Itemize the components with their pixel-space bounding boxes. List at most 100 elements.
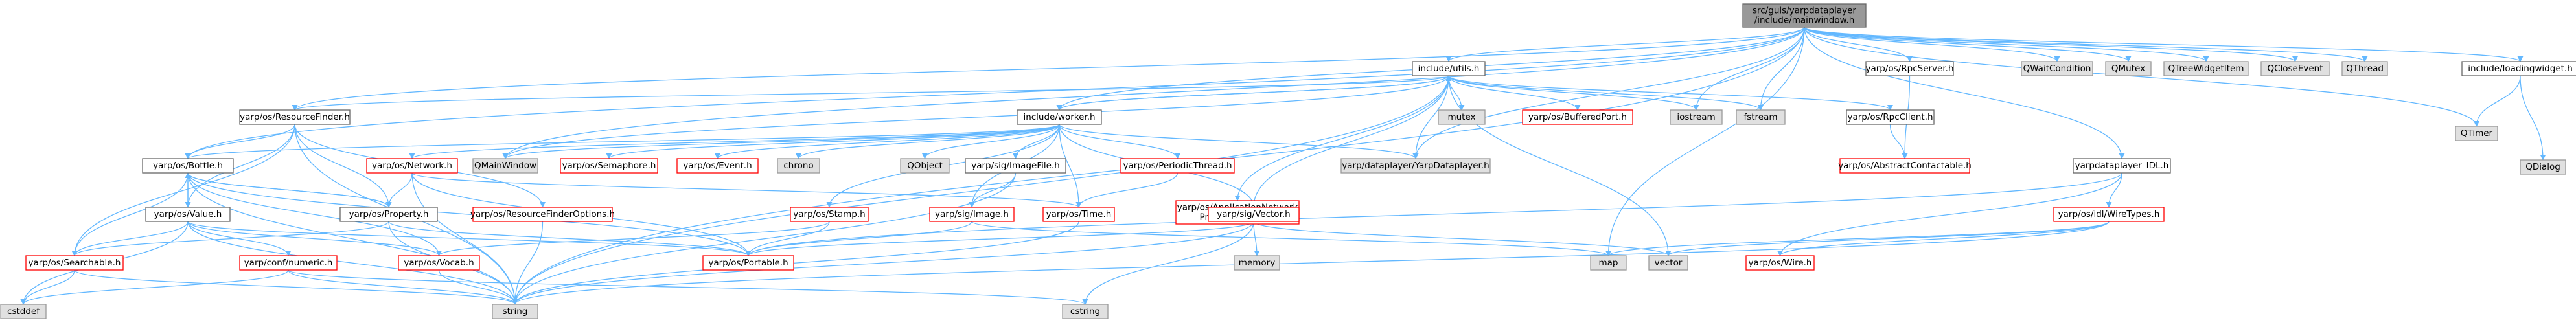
node-box <box>676 158 759 174</box>
node-label: cstddef <box>7 306 40 317</box>
node-box <box>1042 207 1115 222</box>
node-label: QDialog <box>2525 162 2560 172</box>
edge-rfoptions-to-string <box>512 221 544 305</box>
node-property[interactable]: yarp/os/Property.h <box>339 207 438 222</box>
edge-searchable-to-string <box>74 269 518 305</box>
node-searchable[interactable]: yarp/os/Searchable.h <box>25 255 124 271</box>
node-box <box>1648 255 1688 271</box>
edge-value-to-string <box>187 221 518 305</box>
edge-root-to-idl <box>1804 27 2125 159</box>
node-box <box>145 207 231 222</box>
edge-utils-to-appnetwork <box>1234 75 1449 201</box>
node-box <box>2073 158 2171 174</box>
node-box <box>492 304 538 319</box>
edge-value-to-portable <box>187 221 752 256</box>
node-box <box>1234 255 1280 271</box>
node-box <box>2163 61 2249 76</box>
node-wire[interactable]: yarp/os/Wire.h <box>1745 255 1815 271</box>
node-label: yarpdataplayer_IDL.h <box>2075 161 2169 171</box>
edge-vocab-to-string <box>438 269 518 305</box>
edge-utils-to-bufferedport <box>1448 75 1581 111</box>
node-box <box>239 255 338 271</box>
edge-worker-to-qobject <box>922 124 1060 159</box>
node-label: yarp/os/PeriodicThread.h <box>1123 161 1232 171</box>
edge-worker-to-chrono <box>796 124 1060 159</box>
edge-worker-to-qmainwindow <box>502 124 1060 159</box>
edge-root-to-qcloseevent <box>1804 27 2298 62</box>
node-rpcserver[interactable]: yarp/os/RpcServer.h <box>1865 61 1954 76</box>
node-event[interactable]: yarp/os/Event.h <box>676 158 759 174</box>
node-rfoptions[interactable]: yarp/os/ResourceFinderOptions.h <box>470 207 615 222</box>
node-box <box>2053 207 2165 222</box>
node-box <box>1120 158 1235 174</box>
node-label: mutex <box>1447 112 1475 122</box>
node-wiretypes[interactable]: yarp/os/idl/WireTypes.h <box>2053 207 2165 222</box>
node-label: yarp/os/Wire.h <box>1749 258 1812 268</box>
node-stamp[interactable]: yarp/os/Stamp.h <box>790 207 869 222</box>
edge-property-to-bottle <box>185 172 389 208</box>
node-semaphore[interactable]: yarp/os/Semaphore.h <box>560 158 658 174</box>
node-loading[interactable]: include/loadingwidget.h <box>2461 61 2576 76</box>
node-idl[interactable]: yarpdataplayer_IDL.h <box>2073 158 2171 174</box>
node-box <box>777 158 820 174</box>
node-time[interactable]: yarp/os/Time.h <box>1042 207 1115 222</box>
node-label: yarp/os/Bottle.h <box>153 161 223 171</box>
nodes-layer: src/guis/yarpdataplayer/include/mainwind… <box>0 3 2576 319</box>
node-portable[interactable]: yarp/os/Portable.h <box>702 255 794 271</box>
node-label: yarp/os/Stamp.h <box>793 209 865 220</box>
node-box <box>929 207 1015 222</box>
node-vocab[interactable]: yarp/os/Vocab.h <box>398 255 480 271</box>
node-image[interactable]: yarp/sig/Image.h <box>929 207 1015 222</box>
node-label: QMainWindow <box>474 161 536 171</box>
node-confnumeric[interactable]: yarp/conf/numeric.h <box>239 255 338 271</box>
edge-rf-to-property <box>294 124 392 208</box>
node-network[interactable]: yarp/os/Network.h <box>366 158 458 174</box>
node-box <box>2455 126 2498 141</box>
node-box <box>472 158 538 174</box>
node-imagefile[interactable]: yarp/sig/ImageFile.h <box>965 158 1066 174</box>
node-label: yarp/os/Value.h <box>154 209 222 220</box>
node-periodicthread[interactable]: yarp/os/PeriodicThread.h <box>1120 158 1235 174</box>
edge-bottle-to-portable <box>187 172 752 256</box>
node-rpcclient[interactable]: yarp/os/RpcClient.h <box>1846 109 1935 125</box>
node-qobject: QObject <box>900 158 950 174</box>
edge-rf-to-value <box>185 124 295 208</box>
node-cstring: cstring <box>1062 304 1109 319</box>
node-vector[interactable]: yarp/sig/Vector.h <box>1208 207 1300 222</box>
node-bottle[interactable]: yarp/os/Bottle.h <box>142 158 234 174</box>
node-bufferedport[interactable]: yarp/os/BufferedPort.h <box>1522 109 1633 125</box>
node-box <box>702 255 794 271</box>
node-label: QTreeWidgetItem <box>2168 63 2244 74</box>
edge-root-to-qtimer <box>1804 27 2479 127</box>
node-label: src/guis/yarpdataplayer <box>1753 6 1856 16</box>
node-label: QThread <box>2346 63 2384 74</box>
node-box <box>366 158 458 174</box>
node-box <box>1846 109 1935 125</box>
edge-network-to-time <box>411 172 1082 208</box>
node-box <box>0 304 47 319</box>
node-value[interactable]: yarp/os/Value.h <box>145 207 231 222</box>
node-box <box>1062 304 1109 319</box>
edge-root-to-qmutex <box>1804 27 2132 62</box>
edge-worker-to-time <box>1059 124 1082 208</box>
node-worker[interactable]: include/worker.h <box>1017 109 1102 125</box>
edge-stamp-to-vocab <box>436 221 830 256</box>
edge-utils-to-string <box>512 75 1449 305</box>
node-box <box>2461 61 2576 76</box>
node-label: QObject <box>907 161 943 171</box>
node-qmutex: QMutex <box>2105 61 2152 76</box>
node-yarpdataplayer: yarp/dataplayer/YarpDataplayer.h <box>1340 158 1491 174</box>
edge-root-to-qthread <box>1804 27 2368 62</box>
node-label: yarp/os/Network.h <box>372 161 452 171</box>
node-root[interactable]: src/guis/yarpdataplayer/include/mainwind… <box>1742 3 1867 28</box>
edge-root-to-qmainwindow <box>502 27 1805 159</box>
node-abstractcontactable[interactable]: yarp/os/AbstractContactable.h <box>1838 158 1972 174</box>
node-rf[interactable]: yarp/os/ResourceFinder.h <box>239 109 351 125</box>
node-box <box>1745 255 1815 271</box>
edge-worker-to-periodicthread <box>1059 124 1180 159</box>
node-label: chrono <box>783 161 813 171</box>
node-label: QWaitCondition <box>2023 63 2091 74</box>
node-utils[interactable]: include/utils.h <box>1412 61 1486 76</box>
edge-root-to-qtreewidgetitem <box>1804 27 2209 62</box>
edge-wiretypes-to-vectorstd <box>1665 221 2110 256</box>
